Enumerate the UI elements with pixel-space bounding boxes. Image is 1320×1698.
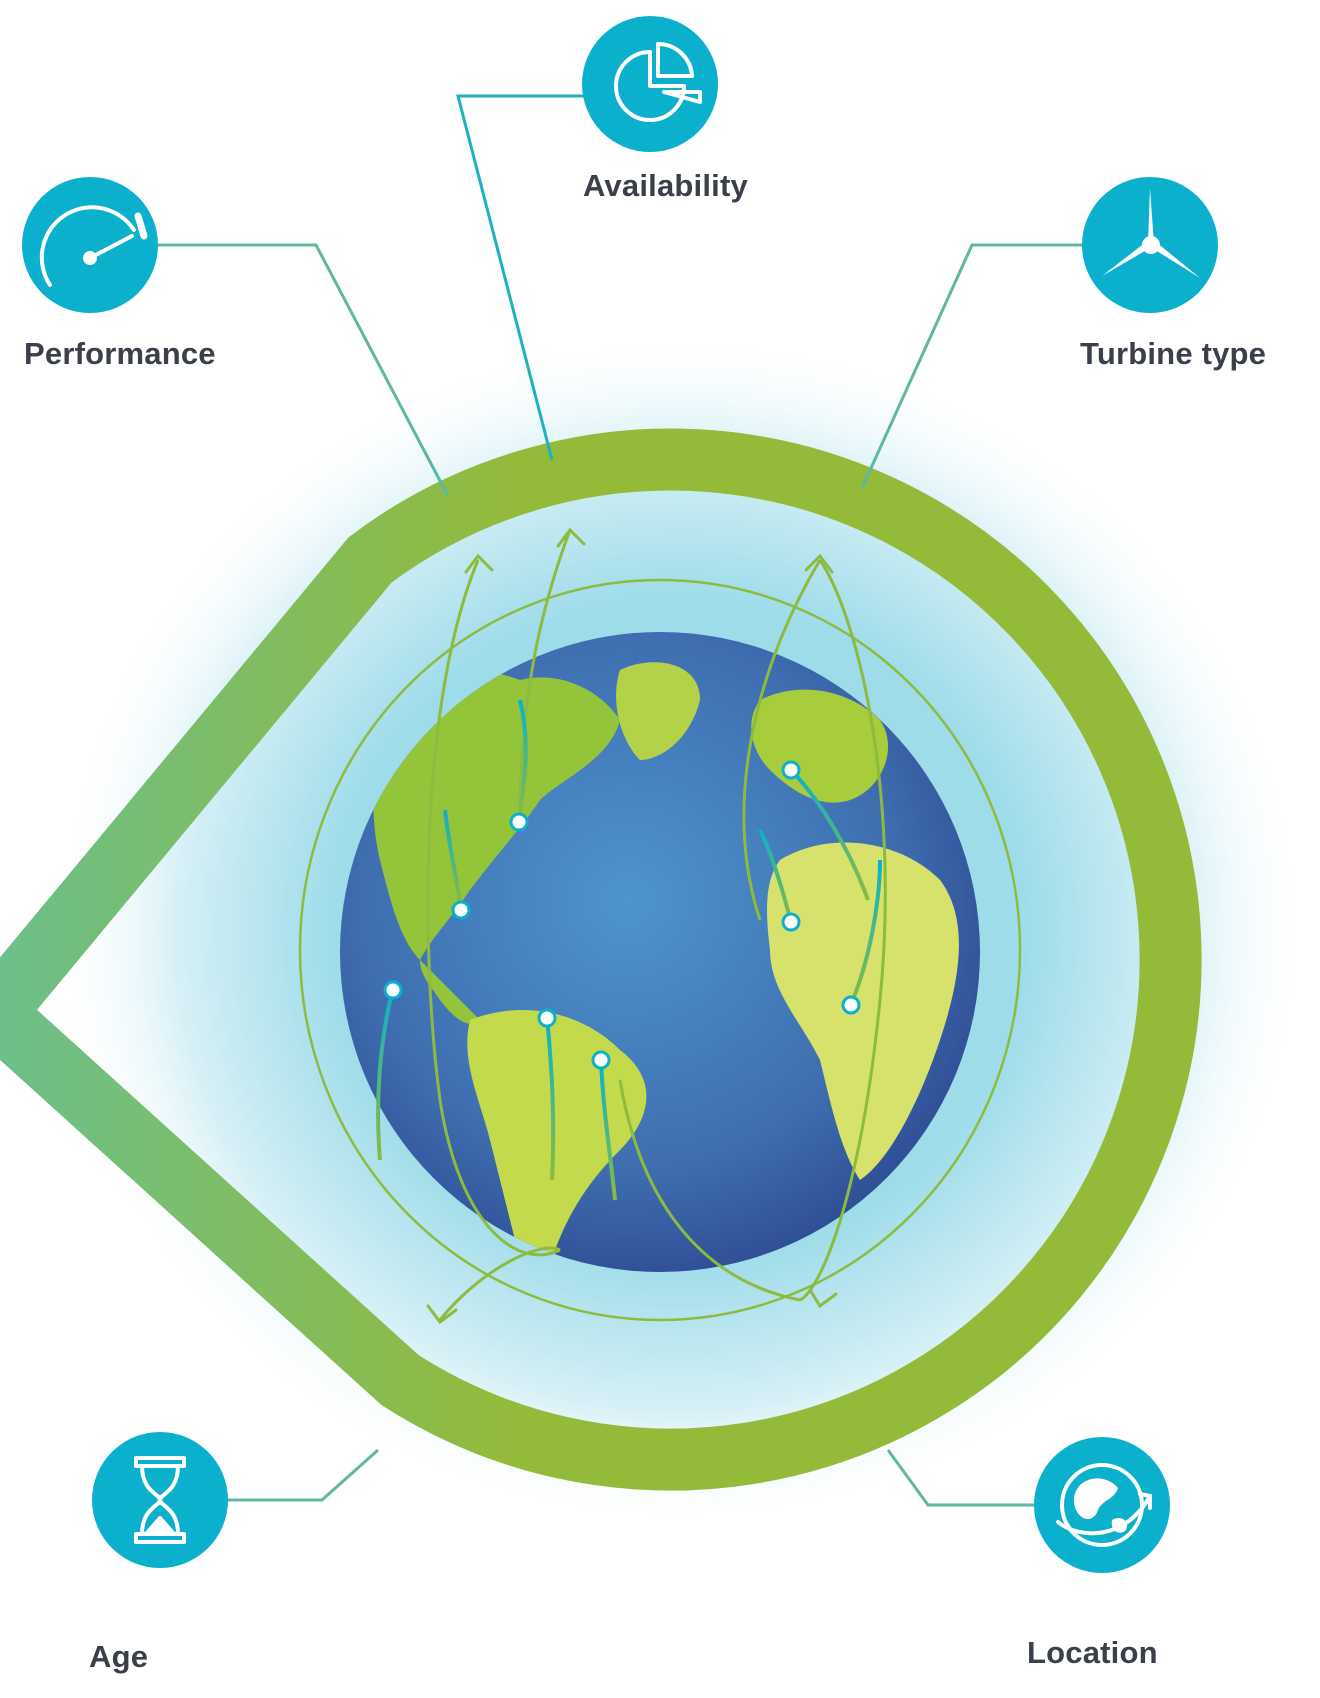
wind-turbine-icon	[1102, 188, 1200, 278]
route-curves	[426, 529, 887, 1321]
age-node[interactable]	[92, 1432, 228, 1568]
turbine-type-node[interactable]	[1082, 177, 1218, 313]
hourglass-icon	[134, 1456, 186, 1544]
earth-globe	[340, 632, 980, 1272]
availability-node[interactable]	[582, 16, 718, 152]
location-node[interactable]	[1034, 1437, 1170, 1573]
gauge-icon	[39, 205, 148, 287]
availability-label: Availability	[583, 168, 748, 203]
age-label: Age	[89, 1639, 149, 1674]
teardrop-ring	[0, 428, 1202, 1491]
pie-chart-icon	[614, 41, 702, 122]
location-pins	[376, 699, 882, 1201]
location-label: Location	[1027, 1635, 1158, 1670]
performance-label: Performance	[24, 336, 216, 371]
connector-lines	[158, 94, 1084, 1507]
route-arrows	[426, 527, 838, 1325]
turbine-type-label: Turbine type	[1080, 336, 1267, 371]
performance-node[interactable]	[22, 177, 158, 313]
orbit-ring	[298, 578, 1022, 1322]
globe-icon	[1056, 1463, 1152, 1547]
